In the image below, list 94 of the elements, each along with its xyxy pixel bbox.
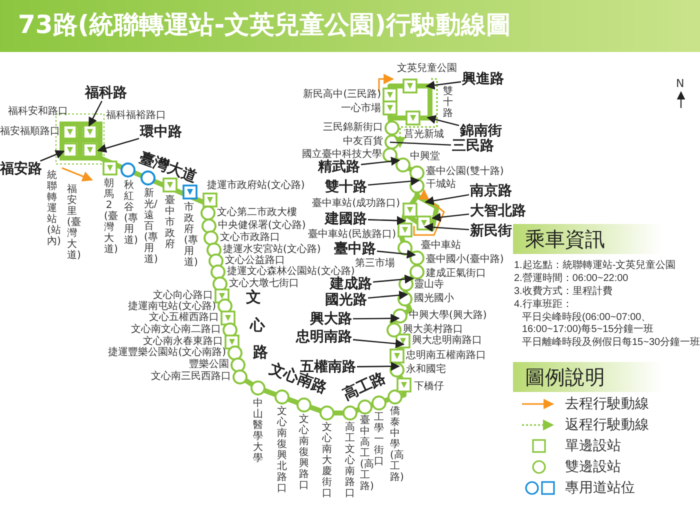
leader-line bbox=[372, 274, 414, 284]
stop-name: 永和國宅 bbox=[406, 364, 446, 375]
info-text: 4.行車班距： bbox=[514, 299, 574, 311]
stop-name: 三民錦新街口 bbox=[323, 122, 383, 133]
section-heading: 乘車資訊 bbox=[525, 229, 605, 249]
road-name: 臺灣大道 bbox=[137, 150, 199, 185]
legend-label: 去程行駛動線 bbox=[565, 397, 649, 411]
stop-name: 捷運南屯站(文心路) bbox=[128, 301, 216, 312]
leader-line bbox=[88, 100, 102, 127]
stop-name: 臺中車站(民族路口) bbox=[308, 229, 396, 240]
stop-name: 福安福順路口 bbox=[0, 126, 60, 137]
info-text: 平日離峰時段及例假日每15~30分鐘一班 bbox=[522, 337, 700, 349]
title: 73路(統聯轉運站-文英兒童公園)行駛動線圖 bbox=[18, 10, 512, 40]
legend-label: 專用道站位 bbox=[565, 481, 635, 495]
leader-line bbox=[390, 142, 452, 146]
leader-line bbox=[97, 138, 140, 153]
stop-name: 福科安和路口 bbox=[8, 106, 68, 117]
stop-name: 文心南三民西路口 bbox=[151, 371, 231, 382]
stop-name: 文心向心路口 bbox=[153, 290, 213, 301]
road-name: 文 bbox=[246, 290, 261, 305]
leader-line bbox=[40, 150, 65, 162]
stop-name: 豐樂公園 bbox=[189, 359, 229, 370]
stop-name: 莒光新城 bbox=[404, 129, 444, 140]
stop-name: 福科福裕路口 bbox=[106, 110, 166, 121]
stop-name: 捷運文心森林公園站(文心路) bbox=[227, 266, 355, 277]
stop-name: 文心南復興北路口 bbox=[277, 406, 287, 494]
stop-name: 興大美村路口 bbox=[403, 324, 463, 335]
stop-name: 捷運豐樂公園站(文心南路) bbox=[108, 347, 226, 358]
leader-line bbox=[432, 212, 470, 222]
stop-name: 國光國小 bbox=[414, 293, 454, 304]
stop-name: 臺中市政府 bbox=[165, 195, 175, 250]
stop-name: 中山醫學大學 bbox=[253, 398, 263, 464]
road-name: 新民街 bbox=[470, 224, 512, 238]
leader-line bbox=[426, 115, 460, 126]
info-text: 平日尖峰時段(06:00~07:00、16:00~17:00)每5~15分鐘一班 bbox=[522, 312, 655, 336]
stop-name: 高工文心南路口 bbox=[345, 422, 355, 499]
stop-name: 臺中國小(臺中路) bbox=[426, 254, 504, 265]
stop-name: 文心南永春東路口 bbox=[143, 336, 223, 347]
stop-name: 文英兒童公園 bbox=[397, 63, 457, 74]
leader-line bbox=[368, 216, 406, 226]
legend-label: 單邊設站 bbox=[565, 439, 621, 453]
leader-line bbox=[376, 250, 416, 259]
road-name: 錦南街 bbox=[460, 124, 502, 138]
stop-name: 下橋仔 bbox=[414, 381, 444, 392]
stop-name: 建成正氣街口 bbox=[426, 268, 486, 279]
leader-line bbox=[352, 339, 405, 348]
leader-line bbox=[368, 290, 408, 300]
stop-name: 文心南文心南二路口 bbox=[131, 324, 221, 335]
road-name: 興進路 bbox=[462, 72, 504, 86]
leader-line bbox=[424, 222, 470, 232]
stop-name: 文心第二市政大樓 bbox=[217, 207, 297, 218]
leader-line bbox=[360, 156, 400, 166]
stop-name: 中友百貨 bbox=[343, 136, 383, 147]
stop-name: 文心南復興路口 bbox=[299, 414, 309, 491]
leader-line bbox=[424, 194, 470, 206]
stop-name: 第三市場 bbox=[355, 258, 395, 269]
info-text: 2.營運時間：06:00~22:00 bbox=[514, 273, 630, 285]
info-text: 1.起迄點：統聯轉運站-文英兒童公園 bbox=[514, 260, 677, 272]
leader-line bbox=[368, 176, 420, 186]
stop-name: 捷運水安宮站(文心路) bbox=[223, 244, 321, 255]
legend-label: 雙邊設站 bbox=[565, 460, 621, 474]
stop-name: 臺中公園(雙十路) bbox=[426, 166, 504, 177]
stop-name: 中興堂 bbox=[410, 151, 440, 162]
stop-name: 捷運市政府站(文心路) bbox=[207, 180, 305, 191]
stop-name: 雙十路 bbox=[443, 86, 453, 119]
leader-line bbox=[353, 314, 400, 323]
leader-line bbox=[426, 80, 462, 90]
stop-name: 文心市政路口 bbox=[220, 232, 280, 243]
stop-name: 干城站 bbox=[426, 179, 456, 190]
stop-name: 新民高中(三民路) bbox=[303, 89, 381, 100]
leader-line bbox=[357, 362, 400, 371]
stop-name: 文心公益路口 bbox=[225, 255, 285, 266]
stop-name: 文心大墩七街口 bbox=[229, 278, 299, 289]
stop-name: 文心五權西路口 bbox=[149, 312, 219, 323]
stop-name: 興大忠明南路口 bbox=[412, 335, 482, 346]
north-label: N bbox=[676, 78, 684, 90]
stop-name: 臺中車站(成功路口) bbox=[312, 198, 400, 209]
info-text: 3.收費方式：里程計費 bbox=[514, 286, 614, 298]
stop-name: 忠明南五權南路口 bbox=[406, 350, 486, 361]
legend-label: 返程行駛動線 bbox=[565, 418, 649, 432]
stop-name: 中興大學(興大路) bbox=[409, 310, 487, 321]
stop-name: 工學一街口 bbox=[374, 412, 384, 467]
stop-name: 中央健保署(文心路) bbox=[218, 220, 306, 231]
road-name: 三民路 bbox=[452, 139, 494, 153]
stop-name: 臺中車站 bbox=[421, 240, 461, 251]
road-name: 大智北路 bbox=[470, 204, 526, 218]
stop-name: 一心市場 bbox=[341, 103, 381, 114]
stop-name: 文心南大慶街口 bbox=[322, 422, 332, 499]
road-name: 路 bbox=[253, 345, 268, 360]
section-heading: 圖例說明 bbox=[525, 367, 605, 387]
stop-name: 靈山寺 bbox=[414, 279, 444, 290]
road-name: 南京路 bbox=[470, 184, 512, 198]
stop-name: 國立臺中科技大學 bbox=[302, 149, 382, 160]
road-name: 心 bbox=[250, 318, 265, 333]
